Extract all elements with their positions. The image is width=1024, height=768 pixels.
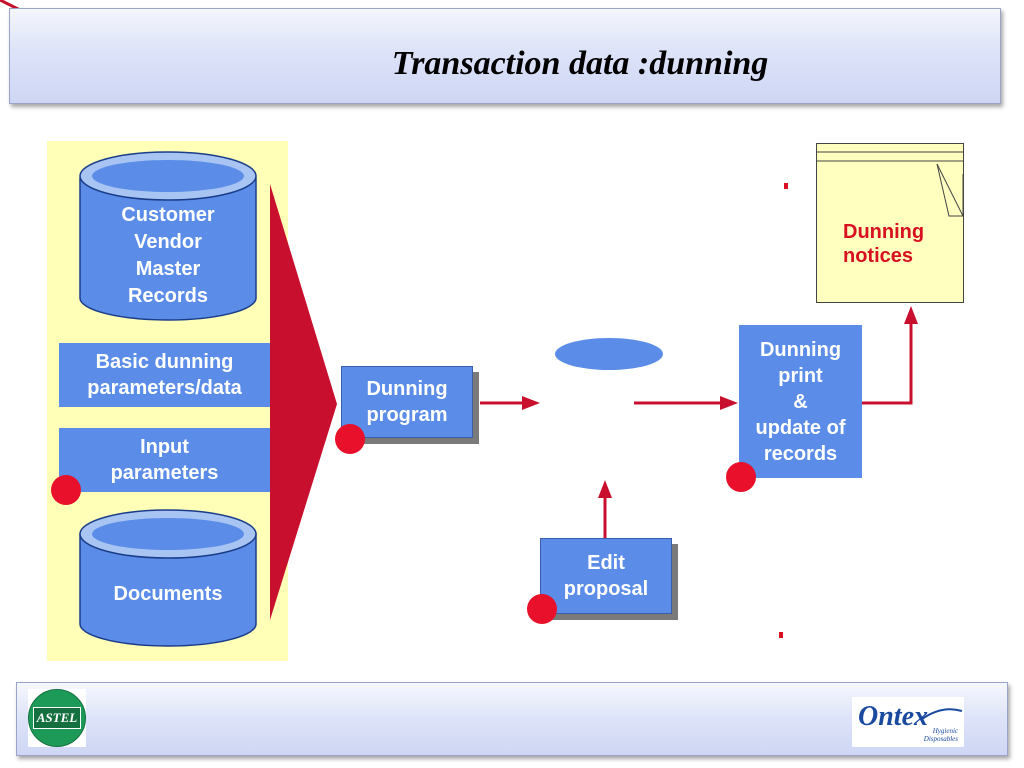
- title-bar: Transaction data :dunning: [9, 8, 1001, 104]
- documents-label: Documents: [113, 583, 223, 605]
- process-ellipse: [555, 338, 663, 370]
- small-marker-bottom: [779, 632, 783, 638]
- ontex-logo-text: Ontex: [858, 701, 928, 732]
- arrow-edit-proposal-up: [598, 480, 612, 538]
- edit-proposal-box: Edit proposal: [540, 538, 672, 614]
- dunning-print-box: Dunning print & update of records: [739, 325, 862, 478]
- ontex-logo-subtitle: Hygienic Disposables: [923, 727, 958, 743]
- master-records-label: Customer Vendor Master Records: [121, 204, 215, 307]
- astel-logo: ASTEL: [28, 689, 86, 747]
- arrow-to-dunning-print: [634, 396, 738, 410]
- dunning-program-box: Dunning program: [341, 366, 473, 438]
- basic-dunning-parameters: Basic dunning parameters/data: [59, 343, 270, 407]
- arrow-print-to-notices: [862, 306, 918, 405]
- red-dot-dunning-program: [335, 424, 365, 454]
- arrow-program-to-proposal: [480, 396, 540, 410]
- dunning-notices-document: Dunning notices: [816, 143, 964, 303]
- page-title: Transaction data :dunning: [391, 45, 769, 82]
- input-parameters: Input parameters: [59, 428, 270, 492]
- astel-logo-text: ASTEL: [32, 707, 82, 729]
- notice-lines: [817, 151, 963, 217]
- red-dot-edit-proposal: [527, 594, 557, 624]
- red-dot-dunning-print: [726, 462, 756, 492]
- footer-bar: ASTEL Ontex Hygienic Disposables: [16, 682, 1008, 756]
- master-records-cylinder: [79, 151, 257, 321]
- ontex-logo: Ontex Hygienic Disposables: [852, 697, 964, 747]
- ontex-swoosh-icon: [921, 708, 963, 720]
- dunning-notices-label: Dunning notices: [843, 221, 925, 267]
- red-dot-input-parameters: [51, 475, 81, 505]
- astel-logo-circle: ASTEL: [28, 689, 86, 747]
- documents-cylinder: [79, 509, 257, 647]
- small-marker-top: [784, 183, 788, 189]
- merge-triangle: [270, 184, 337, 620]
